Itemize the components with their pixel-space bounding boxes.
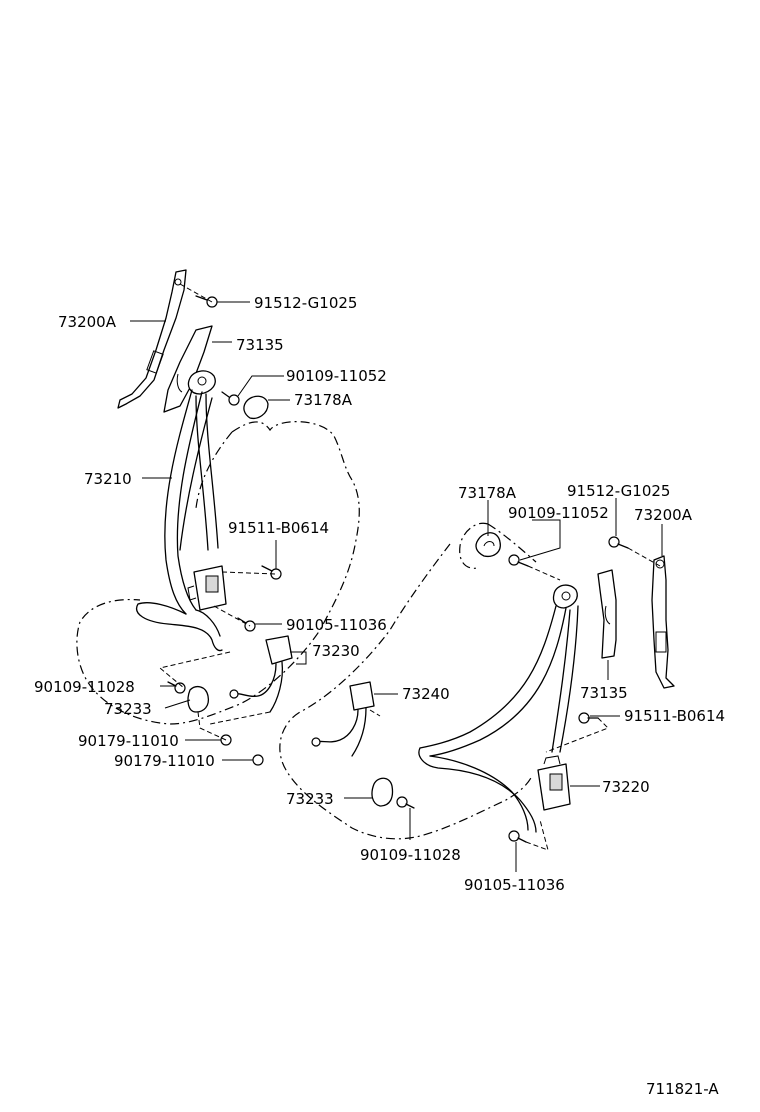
label-73233-left: 73233 [104,700,152,718]
label-90109-11052-right: 90109-11052 [508,504,609,522]
left-seat-outline [76,421,360,725]
right-bolt-floor-icon [396,796,415,809]
label-73135-left: 73135 [236,336,284,354]
right-bolt-lower-icon [508,830,527,843]
label-90179-11010-a: 90179-11010 [78,732,179,750]
label-73178A-right: 73178A [458,484,517,502]
left-bolt-upper-icon [221,391,240,406]
right-cap [475,532,501,558]
right-leader-lines [344,498,663,872]
left-belt-webbing [136,389,223,652]
label-91512-G1025-left: 91512-G1025 [254,294,357,312]
callout-labels: 91512-G1025 73200A 73135 90109-11052 731… [34,294,725,1098]
left-cap [243,395,269,420]
right-shoulder-anchor [552,584,578,609]
right-bolt-upper-icon [508,554,529,567]
left-anchor-plate [117,269,187,409]
label-90109-11028-left: 90109-11028 [34,678,135,696]
left-bolt-retractor-icon [261,565,282,580]
label-90179-11010-b: 90179-11010 [114,752,215,770]
label-73210: 73210 [84,470,132,488]
right-bolt-retractor-icon [578,712,599,724]
label-73135-right: 73135 [580,684,628,702]
right-buckle [311,681,375,757]
label-73200A-left: 73200A [58,313,117,331]
right-buckle-cover [371,777,394,807]
left-bolt-lower-icon [237,617,256,632]
label-73220: 73220 [602,778,650,796]
label-91512-G1025-right: 91512-G1025 [567,482,670,500]
left-bolt-floor-icon [167,681,186,694]
label-90105-11036-right: 90105-11036 [464,876,565,894]
label-91511-B0614-left: 91511-B0614 [228,519,329,537]
left-pillar-cover [163,325,213,413]
left-retractor [187,565,227,611]
left-buckle-cover [187,685,210,713]
left-nut-b-icon [252,754,264,766]
left-bolt-top-icon [195,295,218,308]
label-90109-11028-right: 90109-11028 [360,846,461,864]
label-90105-11036-left: 90105-11036 [286,616,387,634]
left-buckle [229,635,293,713]
right-seat-outline [279,522,537,840]
right-retractor [537,755,571,811]
label-90109-11052-left: 90109-11052 [286,367,387,385]
right-dashed-connectors [369,547,661,851]
label-91511-B0614-right: 91511-B0614 [624,707,725,725]
right-pillar-cover [597,569,617,659]
label-73200A-right: 73200A [634,506,693,524]
label-73233-right: 73233 [286,790,334,808]
label-73230: 73230 [312,642,360,660]
label-73240: 73240 [402,685,450,703]
left-leader-lines [130,301,307,761]
left-shoulder-anchor [187,370,216,395]
right-bolt-top-icon [608,536,629,549]
left-dashed-connectors [158,283,277,741]
label-73178A-left: 73178A [294,391,353,409]
right-belt-webbing [418,605,579,833]
diagram-reference-code: 711821-A [646,1080,719,1098]
right-anchor-plate [651,555,675,689]
